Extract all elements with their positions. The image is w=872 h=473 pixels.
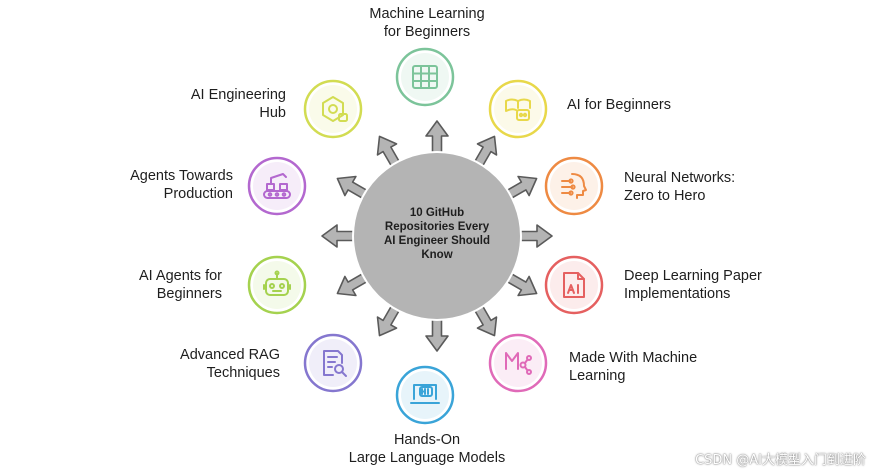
- label-line: Agents Towards: [130, 168, 233, 184]
- label-line: Hub: [259, 105, 286, 121]
- ai-document-icon: [563, 272, 585, 298]
- node-fill: [253, 162, 301, 210]
- label-line: AI for Beginners: [567, 97, 671, 113]
- robot-arm-conveyor-node: [247, 156, 307, 216]
- label-line: AI Agents for: [138, 268, 222, 284]
- ai-document-node: [544, 255, 604, 315]
- node-ring: [247, 255, 307, 315]
- hexagon-gear-node: [303, 79, 363, 139]
- label-line: Implementations: [624, 286, 731, 302]
- label-line: Techniques: [206, 365, 280, 381]
- grid-table-node: [395, 47, 455, 107]
- label-ai-for-beginners: AI for Beginners: [567, 96, 671, 114]
- node-fill: [550, 261, 598, 309]
- watermark: CSDN @AI大模型入门到进阶: [695, 453, 866, 468]
- hub-line: Know: [421, 249, 453, 261]
- hub-line: Repositories Every: [384, 221, 490, 233]
- laptop-chat-node: [395, 365, 455, 425]
- robot-arm-conveyor-icon: [263, 173, 291, 199]
- hub-line: AI Engineer Should: [383, 235, 491, 247]
- node-ring: [544, 255, 604, 315]
- label-line: Neural Networks:: [624, 170, 736, 186]
- label-line: Large Language Models: [348, 450, 506, 466]
- label-line: Advanced RAG: [180, 347, 280, 363]
- hub-title: 10 GitHub Repositories Every AI Engineer…: [372, 206, 502, 262]
- label-made-with-machine-learning: Made With Machine Learning: [569, 349, 697, 385]
- node-fill: [253, 261, 301, 309]
- grid-table-icon: [412, 65, 438, 89]
- node-fill: [309, 85, 357, 133]
- label-advanced-rag-techniques: Advanced RAG Techniques: [180, 346, 280, 382]
- label-ai-agents-for-beginners: AI Agents for Beginners: [139, 267, 222, 303]
- label-line: Production: [163, 186, 233, 202]
- label-neural-networks-zero-to-hero: Neural Networks: Zero to Hero: [624, 169, 735, 205]
- robot-icon: [263, 270, 291, 296]
- label-line: for Beginners: [383, 24, 471, 40]
- icon-nodes: [247, 47, 604, 425]
- brain-head-icon: [561, 173, 587, 199]
- ml-network-icon: [505, 352, 532, 375]
- robot-node: [247, 255, 307, 315]
- label-machine-learning-for-beginners: Machine Learning for Beginners: [337, 5, 517, 41]
- hub-circle: [352, 151, 522, 321]
- label-line: Deep Learning Paper: [624, 268, 762, 284]
- brain-head-node: [544, 156, 604, 216]
- label-line: Zero to Hero: [624, 188, 706, 204]
- node-fill: [401, 53, 449, 101]
- node-ring: [247, 156, 307, 216]
- document-search-icon: [323, 350, 347, 377]
- label-hands-on-large-language-models: Hands-On Large Language Models: [322, 431, 532, 467]
- label-line: Learning: [569, 368, 626, 384]
- hexagon-gear-icon: [322, 96, 348, 122]
- label-line: Made With Machine: [569, 350, 698, 366]
- label-line: Hands-On: [393, 432, 461, 448]
- label-ai-engineering-hub: AI Engineering Hub: [191, 86, 286, 122]
- document-search-node: [303, 333, 363, 393]
- ml-network-node: [488, 333, 548, 393]
- label-line: Beginners: [156, 286, 222, 302]
- node-ring: [395, 47, 455, 107]
- laptop-chat-icon: [410, 384, 440, 404]
- hub-line: 10 GitHub: [409, 207, 465, 219]
- book-robot-icon: [505, 98, 531, 121]
- label-deep-learning-paper-implementations: Deep Learning Paper Implementations: [624, 267, 762, 303]
- book-robot-node: [488, 79, 548, 139]
- label-line: Machine Learning: [369, 6, 485, 22]
- label-line: AI Engineering: [190, 87, 286, 103]
- label-agents-towards-production: Agents Towards Production: [130, 167, 233, 203]
- node-ring: [303, 79, 363, 139]
